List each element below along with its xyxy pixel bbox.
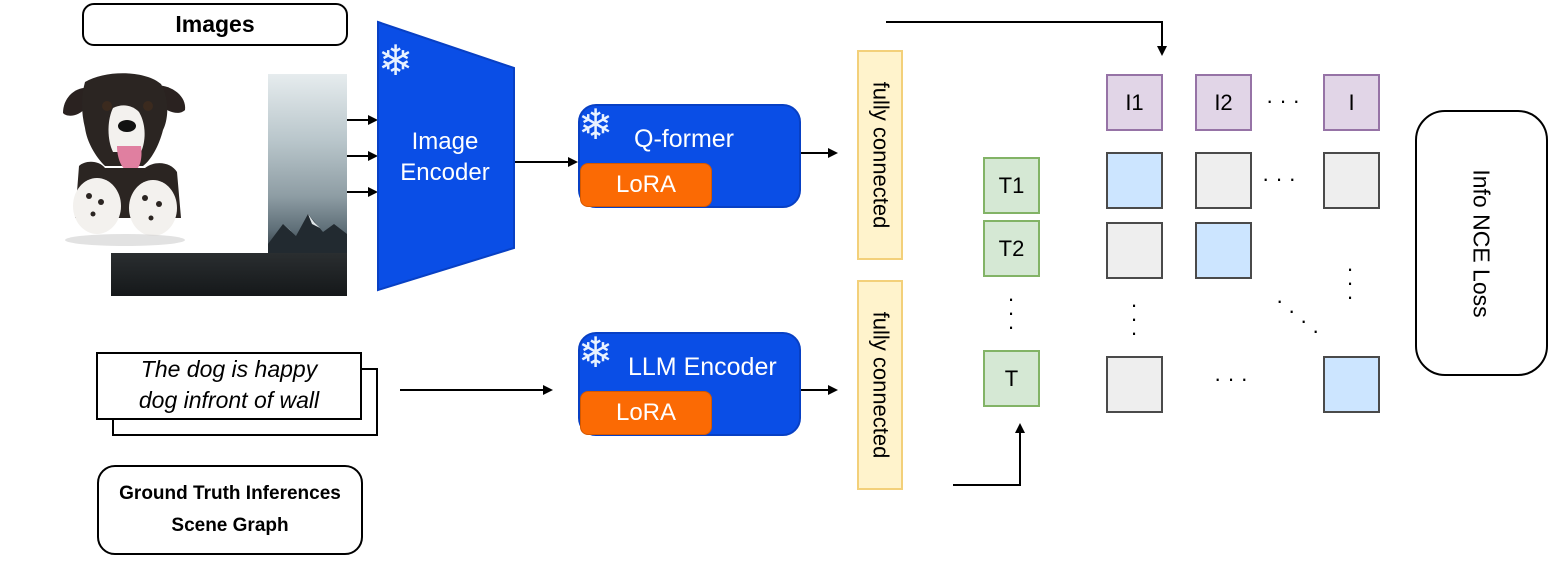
qformer-snowflake-icon: ❄ (578, 101, 614, 148)
image-encoder-line2: Encoder (400, 159, 490, 186)
matrix-rown-ellipsis: ··· (1214, 366, 1254, 391)
images-label-text: Images (175, 11, 255, 37)
matrix-cell-1-2 (1195, 152, 1252, 209)
bottom-feedback-arrow (953, 423, 1025, 486)
ground-truth-line2: Scene Graph (171, 515, 289, 536)
caption-line2: dog infront of wall (138, 387, 320, 413)
matrix-cell-n-n (1323, 356, 1380, 413)
caption-line1: The dog is happy (140, 356, 318, 382)
qformer-title: Q-former (634, 125, 734, 153)
text-token-n: T (983, 350, 1040, 407)
matrix-cell-1-1 (1106, 152, 1163, 209)
image-encoder-snowflake-icon: ❄ (378, 37, 414, 84)
fully-connected-bottom: fully connected (857, 280, 903, 490)
ground-truth-box: Ground Truth Inferences Scene Graph (97, 465, 363, 555)
matrix-cell-2-1 (1106, 222, 1163, 279)
llm-encoder-title: LLM Encoder (628, 353, 777, 381)
matrix-row1-ellipsis: ··· (1262, 166, 1302, 191)
matrix-col-n-ellipsis: ··· (1346, 256, 1354, 309)
image-encoder (377, 20, 515, 292)
image-token-2: I2 (1195, 74, 1252, 131)
fully-connected-top-text: fully connected (868, 81, 894, 229)
text-token-1: T1 (983, 157, 1040, 214)
fully-connected-top: fully connected (857, 50, 903, 260)
llm-encoder-lora: LoRA (580, 391, 712, 435)
qformer-lora: LoRA (580, 163, 712, 207)
dog-photo (55, 68, 195, 248)
image-token-ellipsis: ··· (1266, 88, 1306, 113)
matrix-col1-ellipsis: ··· (1130, 292, 1138, 345)
ground-truth-line1: Ground Truth Inferences (119, 483, 341, 504)
image-token-1: I1 (1106, 74, 1163, 131)
image-encoder-line1: Image (411, 128, 479, 155)
info-nce-loss-box: Info NCE Loss (1415, 110, 1548, 376)
info-nce-loss-label: Info NCE Loss (1469, 168, 1496, 318)
matrix-cell-n-1 (1106, 356, 1163, 413)
landscape-photo-bottom (111, 253, 347, 296)
llm-encoder-snowflake-icon: ❄ (578, 329, 614, 376)
image-encoder-label: Image Encoder (390, 126, 500, 188)
image-token-n: I (1323, 74, 1380, 131)
top-feedback-arrow (886, 21, 1167, 56)
text-token-2: T2 (983, 220, 1040, 277)
images-label: Images (82, 3, 348, 46)
fully-connected-bottom-text: fully connected (868, 311, 894, 459)
matrix-cell-1-n (1323, 152, 1380, 209)
caption-card: The dog is happy dog infront of wall (96, 352, 362, 420)
text-token-ellipsis: ··· (1007, 286, 1015, 339)
matrix-cell-2-2 (1195, 222, 1252, 279)
matrix-diagonal-ellipsis: · · · · (1276, 288, 1320, 343)
